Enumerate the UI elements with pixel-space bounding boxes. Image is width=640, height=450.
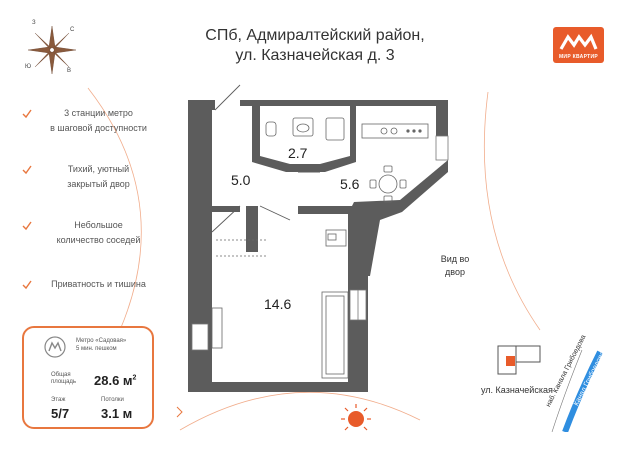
compass-south-label: В <box>67 68 72 74</box>
compass-west-label: Ю <box>25 64 32 70</box>
area-label-line: площадь <box>51 379 77 385</box>
sun-icon <box>341 404 371 431</box>
dining-table-icon <box>378 174 398 194</box>
area-unit-sup: 2 <box>132 374 137 382</box>
view-label: Вид во двор <box>434 253 476 279</box>
ceiling-value: 3.1 м <box>101 406 133 421</box>
compass-east-label: С <box>70 27 75 33</box>
kitchen-fixtures <box>361 123 429 203</box>
check-icon <box>22 165 32 175</box>
location-map <box>497 345 603 432</box>
logo-mark-icon <box>559 33 598 50</box>
feature-line: 3 станции метро <box>64 108 133 118</box>
feature-text: Приватность и тишина <box>36 277 161 292</box>
area-label-line: Общая <box>51 372 71 378</box>
area-value: 28.6 м2 <box>94 373 136 388</box>
brand-logo: МИР КВАРТИР <box>553 27 604 63</box>
feature-text: Небольшое количество соседей <box>36 218 161 248</box>
feature-text: Тихий, уютный закрытый двор <box>36 162 161 192</box>
location-marker <box>506 356 515 366</box>
arc-right <box>483 91 541 331</box>
sofa-icon <box>321 291 349 379</box>
check-icon <box>22 280 32 290</box>
feature-item: Тихий, уютный закрытый двор <box>22 162 162 194</box>
door-swings <box>211 84 320 233</box>
page-title: СПб, Адмиралтейский район, ул. Казначейс… <box>200 26 430 66</box>
room-area-hall: 5.0 <box>231 172 251 188</box>
room-area-kitchen: 5.6 <box>340 176 360 192</box>
embankment-line <box>551 349 583 432</box>
street-label-kaznacheyskaya: ул. Казначейская <box>481 385 553 395</box>
shower-icon <box>325 117 345 141</box>
map-building <box>497 345 541 375</box>
toilet-icon <box>265 121 277 137</box>
feature-line: количество соседей <box>56 235 141 245</box>
feature-line: Небольшое <box>74 220 123 230</box>
stove-burner-icon <box>390 127 398 135</box>
feature-line: в шаговой доступности <box>50 123 147 133</box>
feature-line: Приватность и тишина <box>51 279 146 289</box>
compass-north-label: З <box>32 20 36 26</box>
feature-item: Приватность и тишина <box>22 277 162 295</box>
sink-icon <box>292 117 314 137</box>
compass: З С В Ю <box>22 20 82 80</box>
metro-name: Метро «Садовая» <box>76 338 127 344</box>
metro-icon <box>44 336 66 358</box>
check-icon <box>22 221 32 231</box>
feature-item: Небольшое количество соседей <box>22 218 162 250</box>
check-icon <box>22 109 32 119</box>
stove-burner-icon <box>380 127 388 135</box>
compass-rose-icon <box>27 25 77 75</box>
canal-line <box>562 350 603 432</box>
arc-left <box>87 87 142 331</box>
bathroom-fixtures <box>265 117 345 141</box>
room-area-bath: 2.7 <box>288 145 308 161</box>
moon-icon <box>154 282 166 299</box>
floor-value: 5/7 <box>51 406 70 421</box>
room-area-living: 14.6 <box>264 296 292 312</box>
windows <box>191 135 449 351</box>
area-number: 28.6 м <box>94 373 133 388</box>
logo-text: МИР КВАРТИР <box>558 54 599 60</box>
desk-icon <box>325 229 347 247</box>
kitchen-counter <box>361 123 429 139</box>
floor-plan <box>188 84 449 392</box>
feature-item: 3 станции метро в шаговой доступности <box>22 106 162 138</box>
view-label-line: двор <box>445 267 465 277</box>
moon-icon <box>488 282 500 299</box>
info-card: Метро «Садовая» 5 мин. пешком Общая площ… <box>22 326 154 429</box>
walls <box>188 100 448 392</box>
ceiling-label: Потолки <box>101 397 124 403</box>
area-label: Общая площадь <box>51 372 76 386</box>
feature-line: закрытый двор <box>67 179 130 189</box>
feature-text: 3 станции метро в шаговой доступности <box>36 106 161 136</box>
feature-line: Тихий, уютный <box>67 164 130 174</box>
floor-label: Этаж <box>51 397 66 403</box>
metro-walk-time: 5 мин. пешком <box>76 346 117 352</box>
title-line-2: ул. Казначейская д. 3 <box>235 47 395 64</box>
arrow-icon <box>176 406 183 418</box>
view-label-line: Вид во <box>440 254 470 264</box>
living-furniture <box>211 229 349 379</box>
arc-bottom <box>179 391 421 431</box>
title-line-1: СПб, Адмиралтейский район, <box>205 27 425 44</box>
